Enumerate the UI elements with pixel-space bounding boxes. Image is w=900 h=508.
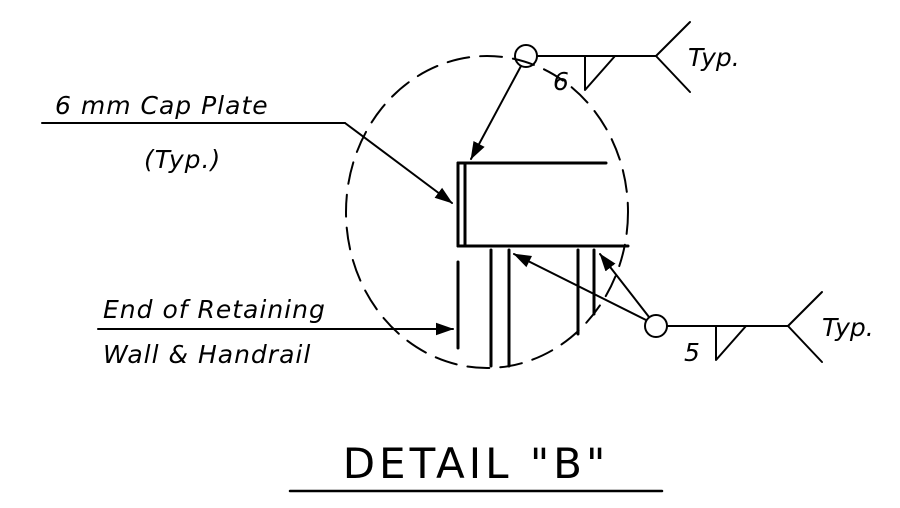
handrail-posts <box>489 248 596 368</box>
cap-plate-leader <box>41 122 453 204</box>
weld-symbol-top <box>470 21 691 160</box>
weld-bottom-note: Typ. <box>822 313 874 342</box>
weld-bottom-size: 5 <box>684 338 700 367</box>
weld-top-size: 6 <box>553 67 569 96</box>
cap-plate-label-line2: (Typ.) <box>144 145 221 174</box>
wall-label-line2: Wall & Handrail <box>103 340 311 369</box>
cap-plate-label-line1: 6 mm Cap Plate <box>55 91 269 120</box>
detail-circle <box>345 55 629 369</box>
wall-label-line1: End of Retaining <box>103 295 326 324</box>
cap-plate-assembly <box>456 161 630 248</box>
weld-top-note: Typ. <box>688 43 740 72</box>
weld-symbol-bottom <box>513 253 823 363</box>
detail-title: DETAIL "B" <box>343 439 610 488</box>
